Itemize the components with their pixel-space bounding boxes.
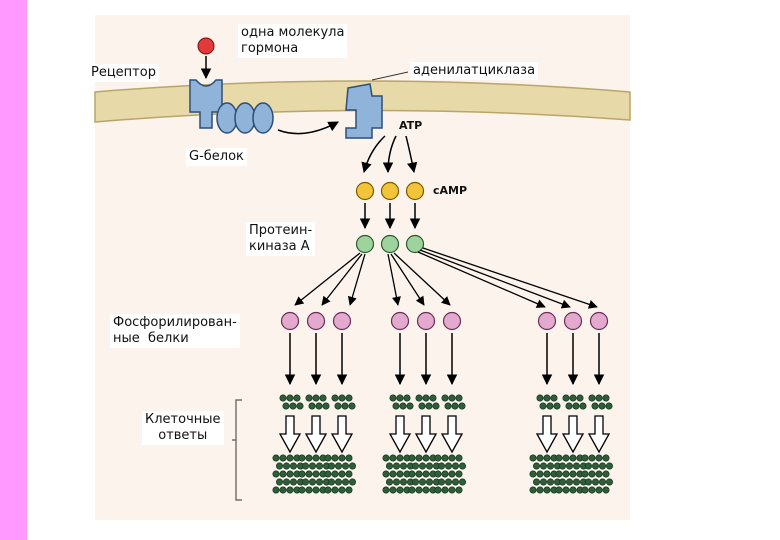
- protein-kinase-label: Протеин- киназа А: [246, 222, 316, 256]
- adenylate-cyclase-shape: [345, 83, 383, 139]
- atp-label: ATP: [399, 119, 423, 132]
- response-arrows: [284, 333, 605, 386]
- hormone-molecule: [197, 37, 215, 55]
- kinase-arrows: [294, 247, 598, 309]
- phosphorylated-protein-molecules: [280, 311, 609, 331]
- hormone-label: одна молекула гормона: [238, 24, 348, 58]
- cell-response-bracket: [232, 399, 242, 501]
- g-protein-label: G-белок: [186, 148, 247, 166]
- receptor-shape: [189, 79, 223, 129]
- phosphorylated-proteins-label: Фосфорилирован- ные белки: [110, 314, 240, 348]
- camp-molecules: [355, 181, 425, 201]
- receptor-label: Рецептор: [88, 64, 159, 82]
- amplification-arrows: [278, 415, 611, 454]
- adenylate-cyclase-label: аденилатциклаза: [410, 62, 539, 80]
- side-accent-bar: [0, 0, 27, 540]
- cell-response-clusters: [272, 394, 613, 494]
- cell-responses-label: Клеточные ответы: [142, 411, 224, 445]
- g-protein-shape: [216, 102, 274, 134]
- camp-label: cAMP: [433, 184, 468, 197]
- protein-kinase-molecules: [355, 234, 425, 254]
